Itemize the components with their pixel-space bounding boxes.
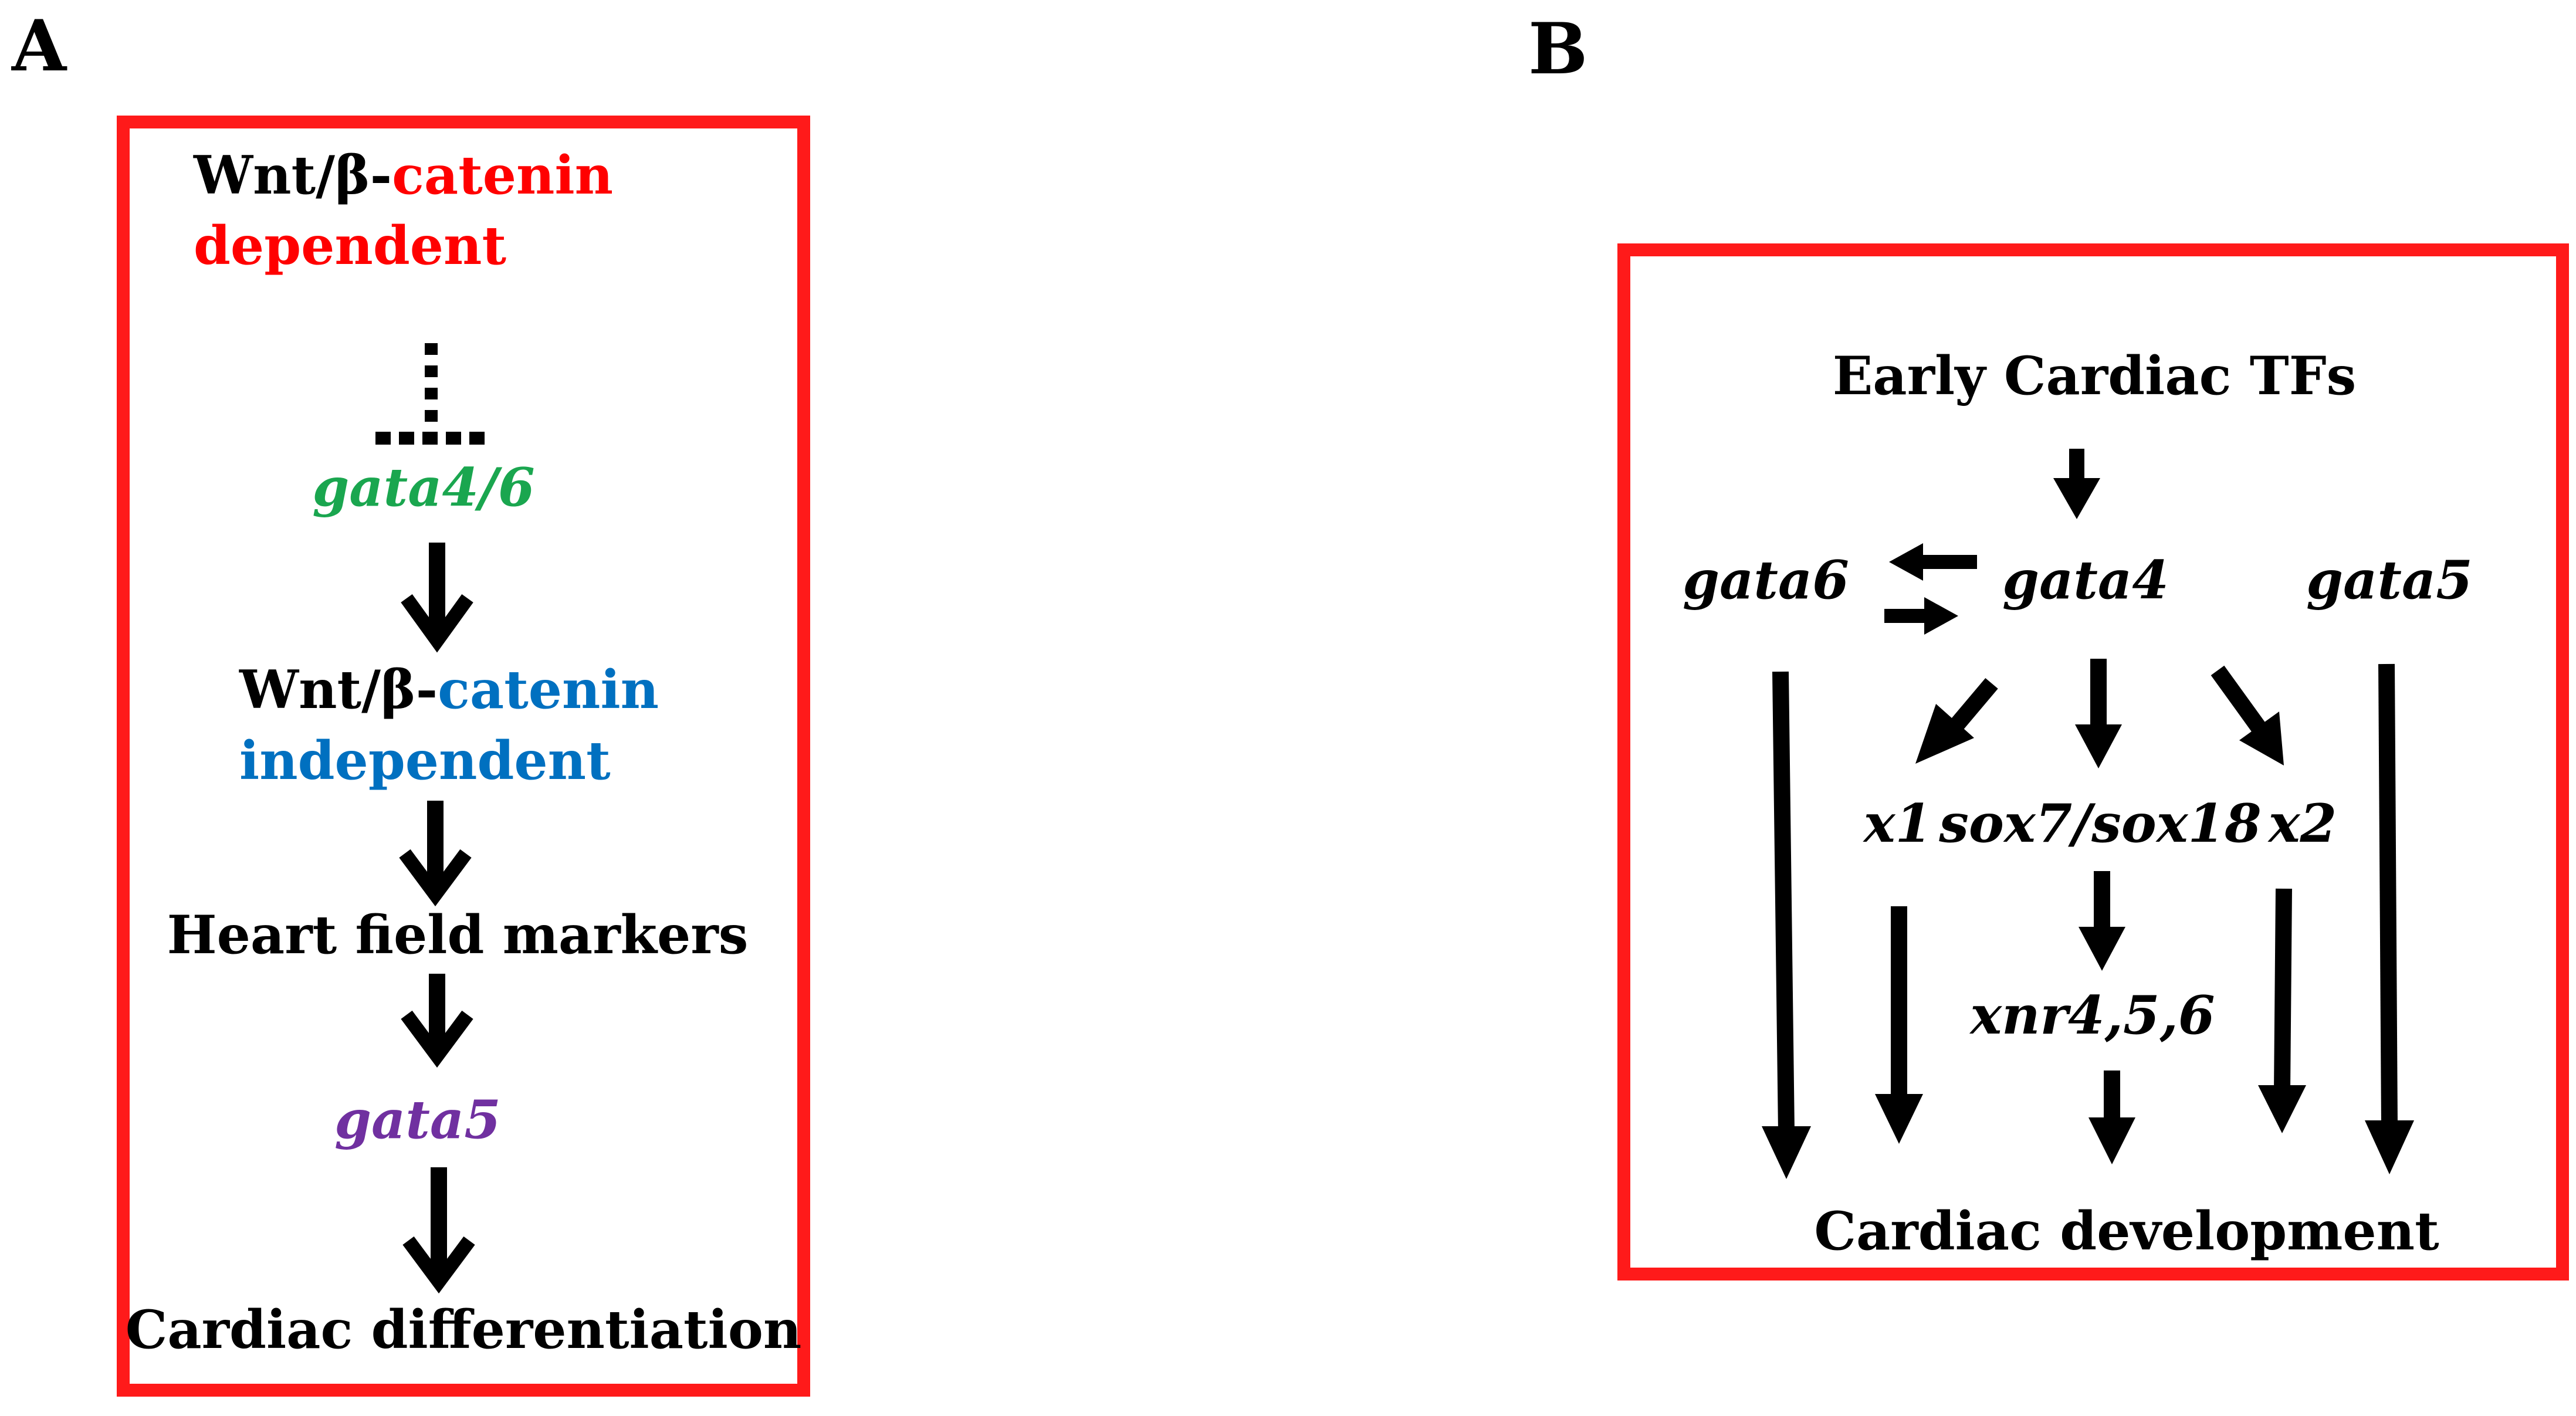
cardiac-development-label: Cardiac development <box>1814 1200 2439 1262</box>
arrow-gata4-to-x1 <box>1915 677 1998 764</box>
arrow-a4 <box>402 1167 475 1294</box>
wnt-independent-catenin: catenin <box>438 659 659 721</box>
early-cardiac-tfs-label: Early Cardiac TFs <box>1833 345 2357 407</box>
wnt-independent-prefix: Wnt/β- <box>239 659 438 721</box>
arrow-tfs-to-gata4 <box>2053 449 2100 519</box>
panel-b: B Early Cardiac TFs gata6 gata4 gata5 <box>1528 8 2569 1281</box>
arrow-a2 <box>399 801 472 907</box>
arrow-gata6-to-development <box>1762 671 1811 1179</box>
x1-label: x1 <box>1863 792 1932 855</box>
arrow-a3 <box>401 974 473 1068</box>
arrow-gata4-to-sox <box>2075 659 2122 768</box>
gata5-panel-a-label: gata5 <box>334 1089 501 1151</box>
panel-b-frame <box>1617 243 2569 1281</box>
wnt-dependent-prefix: Wnt/β- <box>193 144 392 206</box>
arrow-gata6-to-gata4 <box>1884 597 1958 635</box>
xnr-label: xnr4,5,6 <box>1969 984 2215 1046</box>
panel-a-letter: A <box>11 5 67 87</box>
panel-b-letter: B <box>1528 8 1587 90</box>
cardiac-differentiation-label: Cardiac differentiation <box>126 1299 802 1361</box>
wnt-independent-label: Wnt/β-catenin <box>239 659 659 721</box>
heart-field-markers-label: Heart field markers <box>167 904 749 966</box>
arrow-gata4-to-x2 <box>2211 665 2284 765</box>
arrow-x1-to-development <box>1875 906 1923 1144</box>
arrow-a1 <box>401 543 473 653</box>
wnt-dependent-word: dependent <box>194 215 506 277</box>
arrow-x2-to-development <box>2258 888 2306 1133</box>
arrow-gata5-to-development <box>2365 663 2414 1174</box>
wnt-independent-word: independent <box>239 730 611 792</box>
arrow-xnr-to-development <box>2088 1071 2135 1164</box>
gata4-label: gata4 <box>2002 549 2169 611</box>
sox7-sox18-label: sox7/sox18 <box>1938 792 2261 855</box>
arrow-sox-to-xnr <box>2079 871 2125 971</box>
gata5-panel-b-label: gata5 <box>2306 549 2473 611</box>
gata6-label: gata6 <box>1683 549 1849 611</box>
panel-a-frame <box>117 116 810 1397</box>
wnt-dependent-label: Wnt/β-catenin <box>193 144 613 206</box>
gata46-label: gata4/6 <box>312 456 534 519</box>
arrow-gata4-to-gata6 <box>1889 543 1977 581</box>
x2-label: x2 <box>2267 792 2337 855</box>
panel-a: A Wnt/β-catenin dependent gata4/6 Wnt/β-… <box>11 5 810 1397</box>
wnt-dependent-catenin: catenin <box>392 144 613 206</box>
